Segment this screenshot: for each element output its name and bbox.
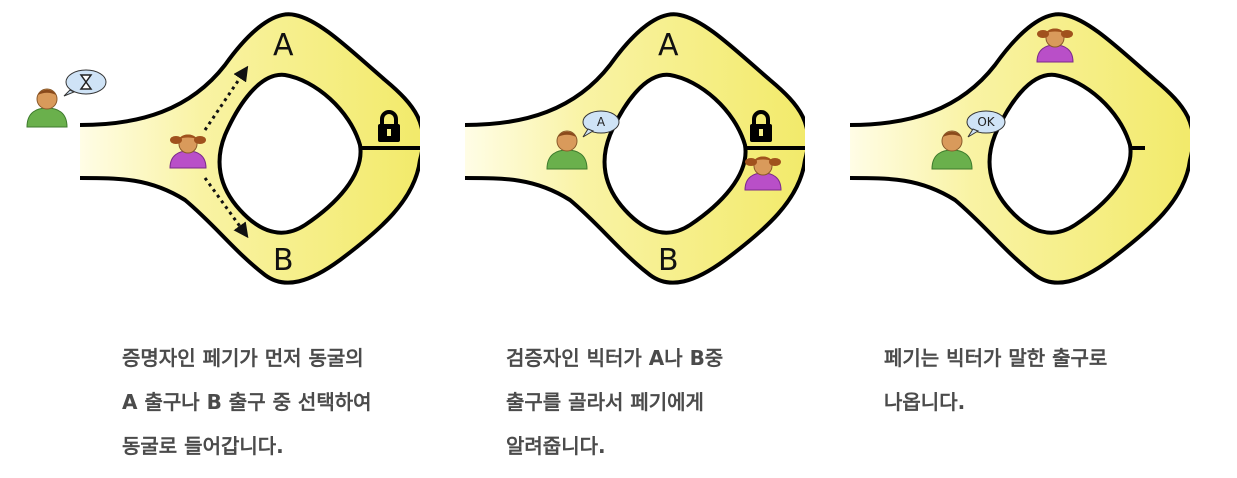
cave-diagram-2: A B A — [464, 12, 805, 285]
bubble-text: A — [597, 115, 606, 129]
arrow-icon — [203, 65, 249, 131]
peggy-figure — [744, 156, 782, 191]
caption-line: 증명자인 페기가 먼저 동굴의 — [122, 346, 364, 370]
panel-2: A B A 검증자인 빅터가 A나 B중 출구를 골라서 페기에게 알려줍니다. — [405, 0, 805, 458]
label-b: B — [658, 243, 679, 278]
speech-bubble-icon: OK — [966, 110, 1006, 138]
label-a: A — [658, 28, 679, 63]
caption-line: A 출구나 B 출구 중 선택하여 — [122, 390, 372, 414]
caption-2: 검증자인 빅터가 A나 B중 출구를 골라서 페기에게 알려줍니다. — [506, 336, 806, 468]
caption-line: 검증자인 빅터가 A나 B중 — [506, 346, 724, 370]
caption-line: 동굴로 들어갑니다. — [122, 434, 284, 458]
caption-1: 증명자인 페기가 먼저 동굴의 A 출구나 B 출구 중 선택하여 동굴로 들어… — [122, 336, 422, 468]
panel-1: A B 증명자인 페기가 먼저 동굴의 A 출구나 B 출구 중 선택하여 동굴… — [20, 0, 420, 458]
cave-diagram-3: OK — [849, 12, 1190, 285]
victor-figure — [931, 130, 973, 170]
label-b: B — [273, 243, 294, 278]
label-a: A — [273, 28, 294, 63]
panel-3: OK 페기는 빅터가 말한 출구로 나옵니다. — [790, 0, 1190, 414]
hourglass-icon — [63, 69, 107, 97]
padlock-icon — [750, 110, 772, 142]
peggy-figure — [1036, 28, 1074, 63]
speech-bubble-icon: A — [582, 110, 620, 138]
caption-line: 나옵니다. — [884, 390, 966, 414]
bubble-text: OK — [977, 115, 995, 129]
peggy-figure — [169, 134, 207, 169]
caption-line: 페기는 빅터가 말한 출구로 — [884, 346, 1108, 370]
caption-line: 출구를 골라서 페기에게 — [506, 390, 704, 414]
victor-figure — [546, 130, 588, 170]
inner-wall — [217, 72, 363, 235]
padlock-icon — [378, 110, 400, 142]
victor-figure — [26, 88, 68, 128]
caption-line: 알려줍니다. — [506, 434, 606, 458]
caption-3: 페기는 빅터가 말한 출구로 나옵니다. — [884, 336, 1184, 424]
cave-diagram-1: A B — [26, 12, 420, 285]
